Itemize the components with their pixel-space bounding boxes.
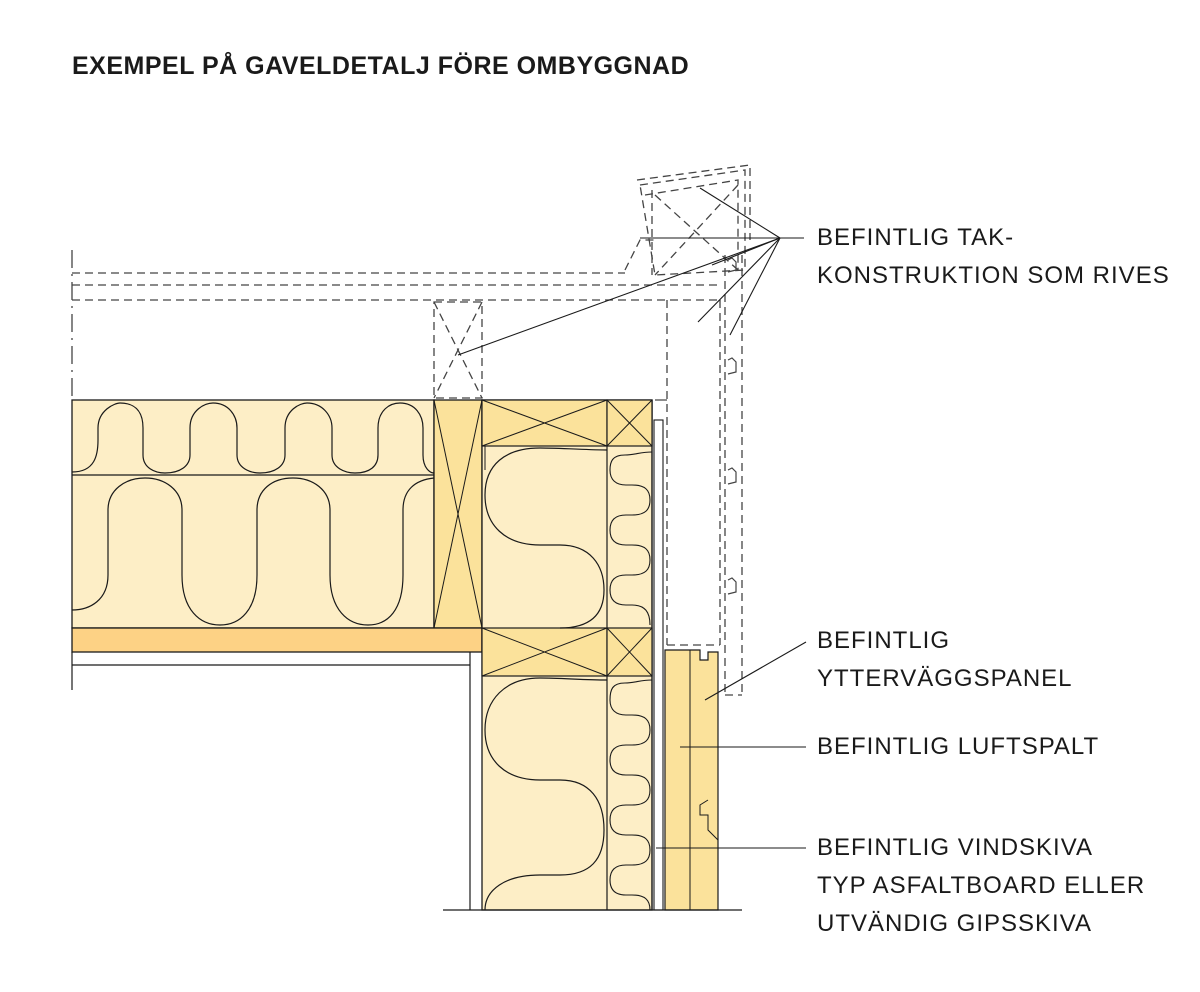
wall-top-plate bbox=[481, 399, 653, 447]
label-gap-line-1: BEFINTLIG LUFTSPALT bbox=[817, 733, 1100, 760]
label-roof-construction: BEFINTLIG TAK- KONSTRUKTION SOM RIVES bbox=[817, 219, 1170, 295]
label-wind-line-1: BEFINTLIG VINDSKIVA bbox=[817, 834, 1093, 861]
ceiling-board bbox=[71, 627, 483, 653]
diagram-title: EXEMPEL PÅ GAVELDETALJ FÖRE OMBYGGNAD bbox=[72, 52, 690, 80]
ceiling-joist-end bbox=[433, 399, 483, 629]
ceiling-insulation bbox=[71, 399, 435, 629]
label-wind-line-3: UTVÄNDIG GIPSSKIVA bbox=[817, 910, 1092, 937]
label-air-gap: BEFINTLIG LUFTSPALT bbox=[817, 728, 1099, 766]
label-panel-line-2: YTTERVÄGGSPANEL bbox=[817, 665, 1073, 692]
leader-lines bbox=[457, 187, 807, 849]
existing-panel bbox=[664, 649, 719, 911]
wall-mid-plate bbox=[481, 627, 653, 677]
label-roof-line-2: KONSTRUKTION SOM RIVES bbox=[817, 262, 1170, 289]
label-wind-line-2: TYP ASFALTBOARD ELLER bbox=[817, 872, 1146, 899]
label-existing-panel: BEFINTLIG YTTERVÄGGSPANEL bbox=[817, 622, 1073, 698]
wind-board bbox=[653, 419, 664, 911]
label-wind-board: BEFINTLIG VINDSKIVA TYP ASFALTBOARD ELLE… bbox=[817, 829, 1145, 943]
roof-construction-dashed bbox=[71, 164, 751, 696]
label-panel-line-1: BEFINTLIG bbox=[817, 627, 951, 654]
panel-notches bbox=[727, 257, 737, 595]
label-roof-line-1: BEFINTLIG TAK- bbox=[817, 224, 1015, 251]
